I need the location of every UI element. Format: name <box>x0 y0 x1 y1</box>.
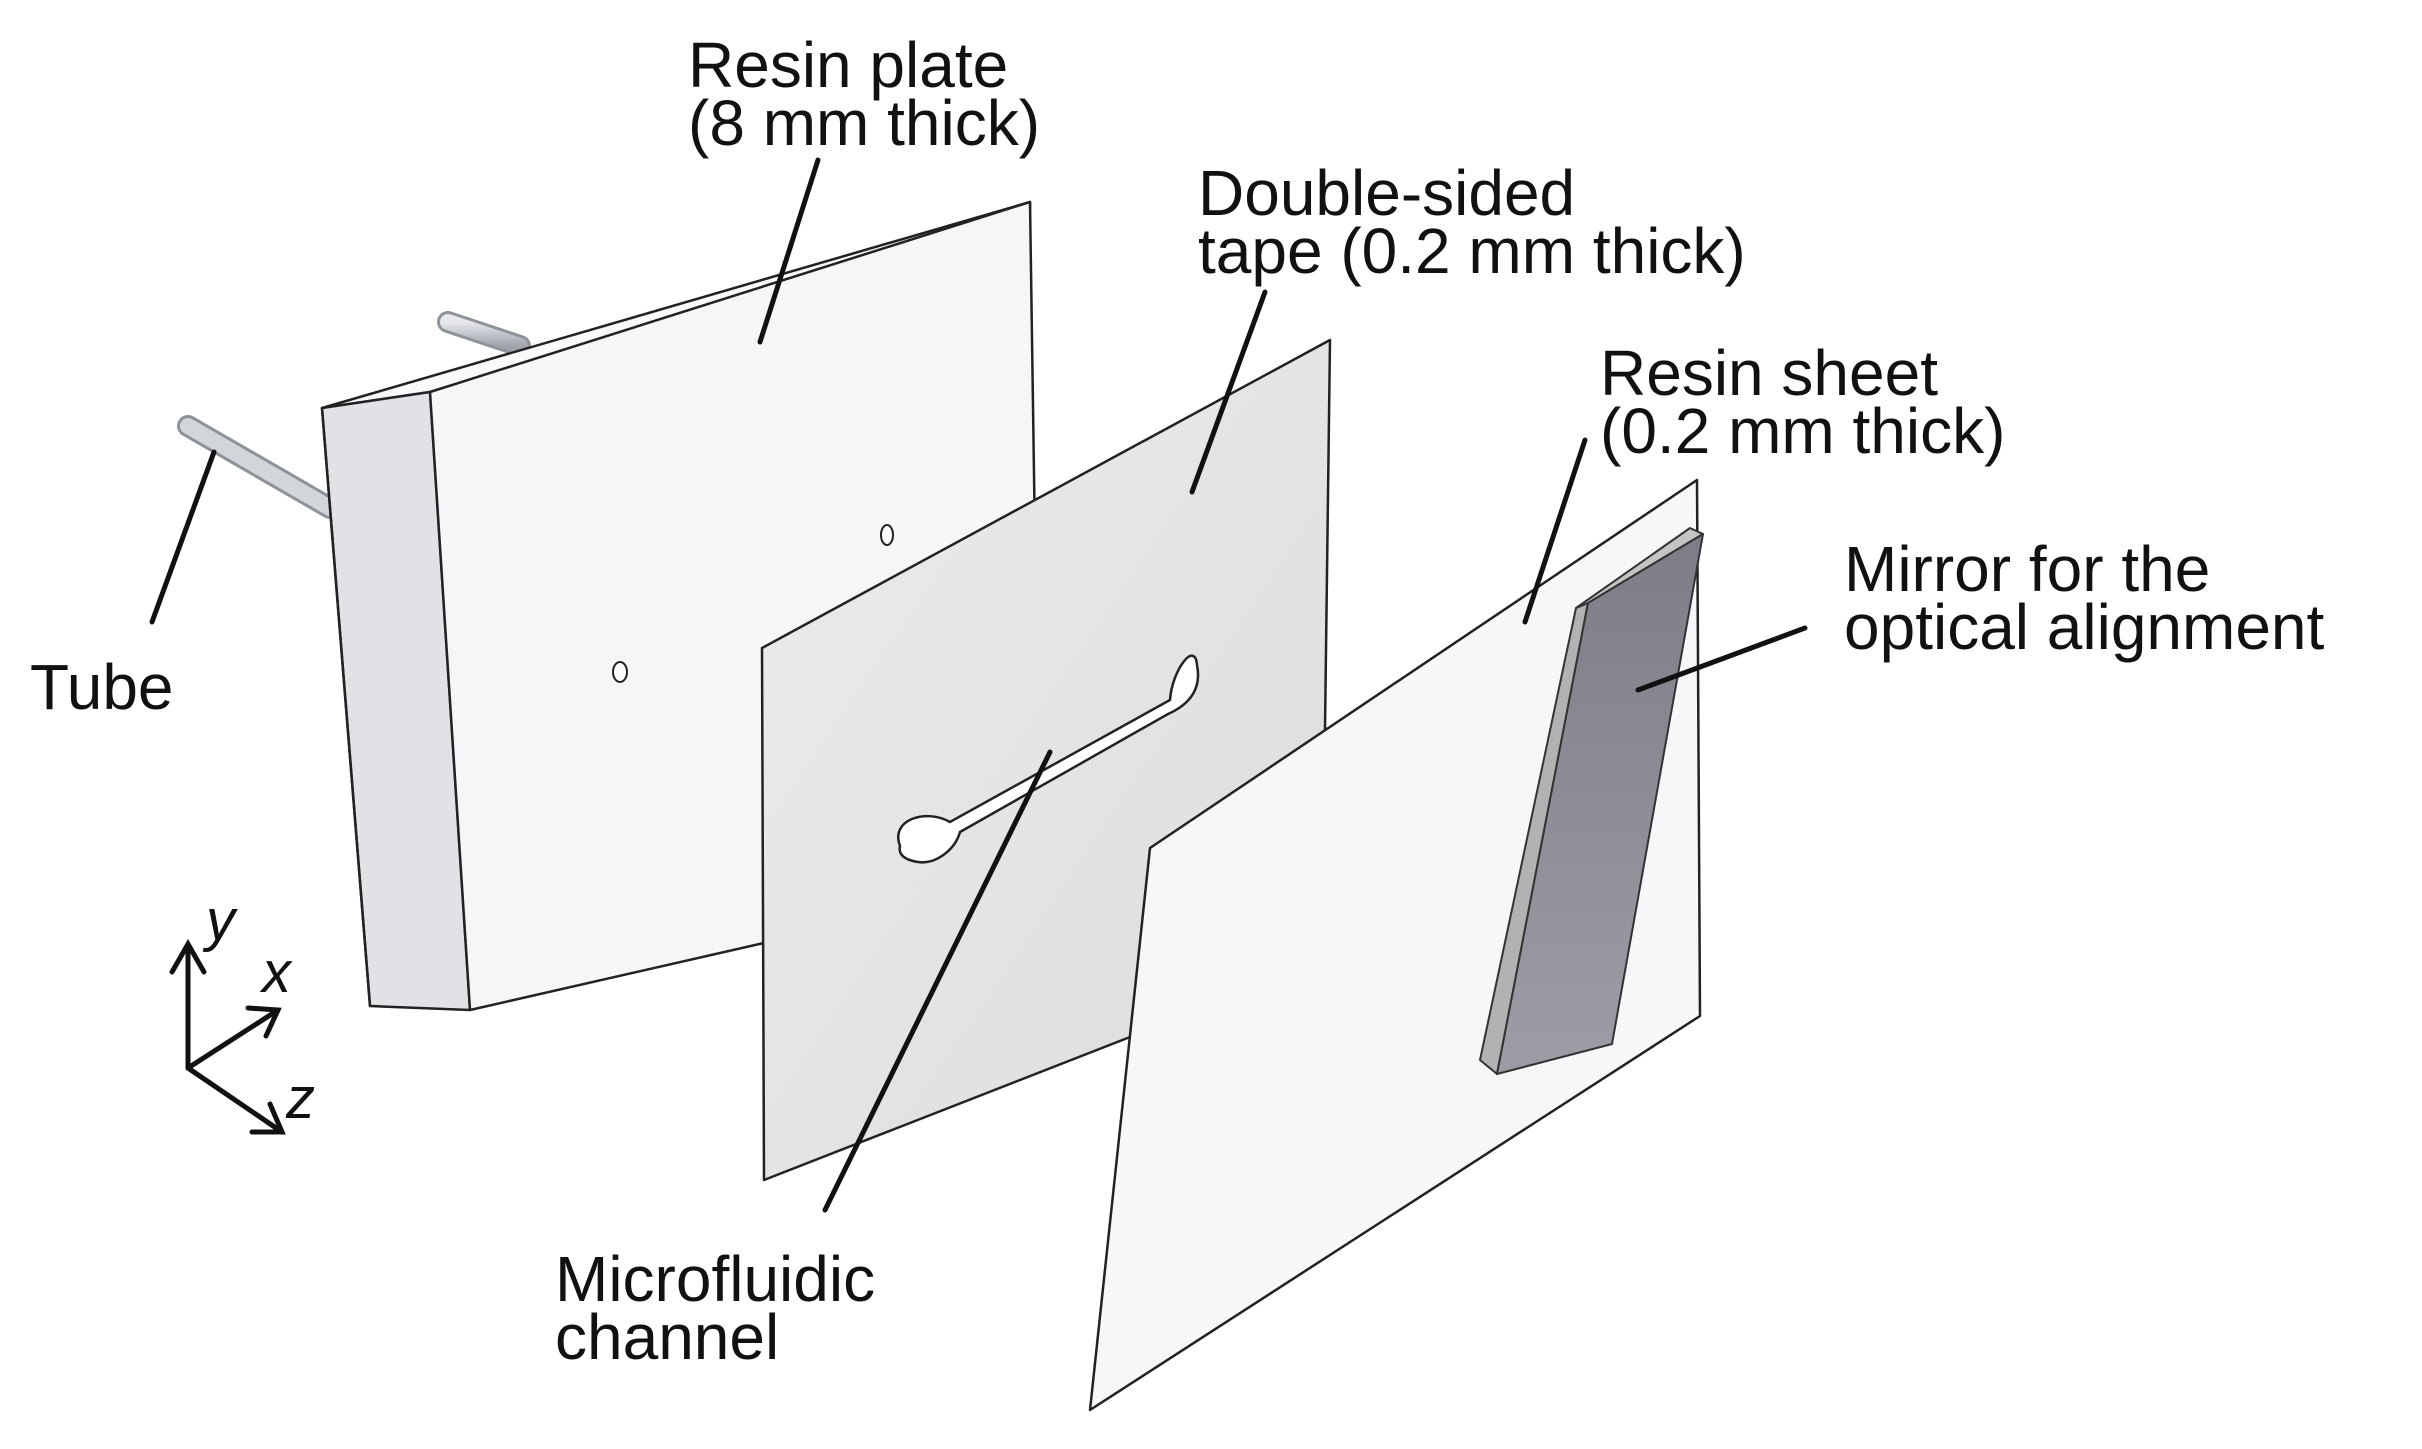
label-mirror-line2: optical alignment <box>1844 591 2325 663</box>
label-resin-sheet-line2: (0.2 mm thick) <box>1600 395 2006 467</box>
label-channel-line2: channel <box>555 1301 780 1373</box>
label-double-sided-tape: Double-sided tape (0.2 mm thick) <box>1198 157 1746 287</box>
axis-y-arrowhead <box>169 938 207 975</box>
leader-resin-sheet <box>1522 437 1588 625</box>
label-tube: Tube <box>30 651 174 723</box>
mirror <box>1479 527 1704 1075</box>
plate-hole-2 <box>880 524 894 546</box>
label-tape-line2: tape (0.2 mm thick) <box>1198 215 1746 287</box>
axis-z-arrowhead <box>249 1101 286 1135</box>
axis-label-x: x <box>262 940 291 1005</box>
leader-lines <box>149 157 1808 1213</box>
tube-upper <box>437 311 531 357</box>
tube-lower <box>177 415 341 519</box>
label-resin-plate-line2: (8 mm thick) <box>688 87 1040 159</box>
label-mirror-line1: Mirror for the <box>1844 533 2211 605</box>
label-microfluidic-channel: Microfluidic channel <box>555 1243 876 1373</box>
label-resin-sheet: Resin sheet (0.2 mm thick) <box>1600 337 2006 467</box>
axis-z-line <box>185 1065 285 1135</box>
plate-hole-1 <box>612 661 628 683</box>
resin-sheet <box>1088 478 1702 1412</box>
label-tape-line1: Double-sided <box>1198 157 1576 229</box>
leader-resin-plate <box>757 157 821 345</box>
leader-tube <box>149 449 217 625</box>
mirror-front-face <box>1496 533 1704 1075</box>
channel-cutout <box>897 654 1200 864</box>
label-channel-line1: Microfluidic <box>555 1243 876 1315</box>
label-mirror: Mirror for the optical alignment <box>1844 533 2325 663</box>
axis-x-arrowhead <box>245 1005 282 1039</box>
axis-x-line <box>185 1007 281 1071</box>
coordinate-axes <box>169 938 286 1135</box>
leader-channel <box>822 749 1053 1213</box>
leader-tape <box>1189 289 1268 495</box>
leader-mirror <box>1635 625 1808 693</box>
label-resin-plate-line1: Resin plate <box>688 29 1009 101</box>
label-resin-plate: Resin plate (8 mm thick) <box>688 29 1040 159</box>
axis-label-y: y <box>206 888 235 953</box>
label-resin-sheet-line1: Resin sheet <box>1600 337 1938 409</box>
axis-label-z: z <box>286 1066 315 1131</box>
